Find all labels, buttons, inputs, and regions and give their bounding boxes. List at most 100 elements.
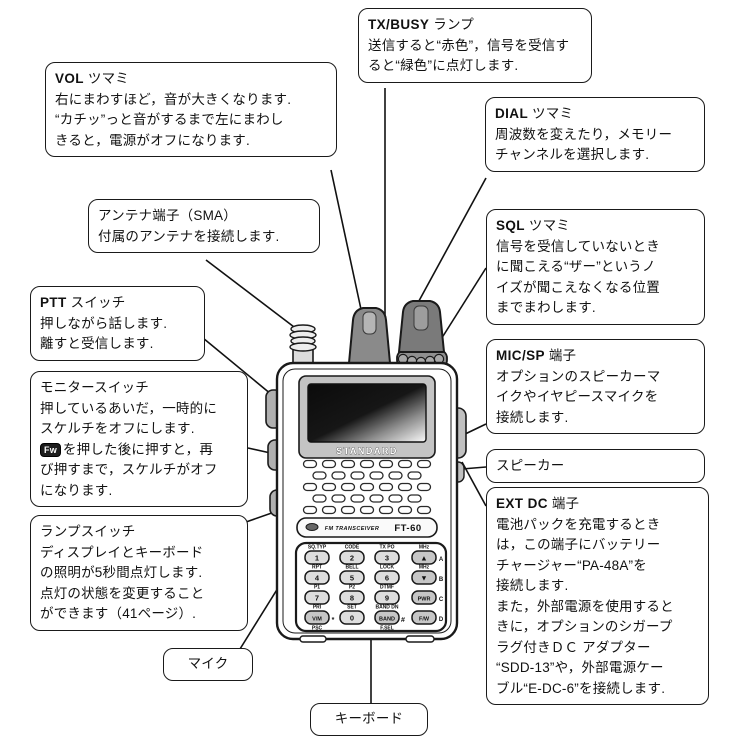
callout-title: MIC/SP 端子 [496, 348, 577, 363]
key-label: 1 [315, 554, 319, 563]
speaker-hole [331, 471, 346, 480]
callout-mic: マイク [163, 648, 253, 681]
model-label: FT-60 [394, 523, 421, 534]
key-label: 2 [350, 554, 354, 563]
callout-text: 周波数を変えたり，メモリー [495, 126, 673, 142]
speaker-hole [388, 471, 403, 480]
callout-ptt: PTT スイッチ 押しながら話します. 離すと受信します. [30, 286, 205, 361]
key-side-letter: D [439, 617, 444, 623]
key-label: 3 [385, 554, 389, 563]
leader-ext-dc [461, 461, 487, 507]
speaker-hole [302, 505, 318, 515]
callout-title: EXT DC 端子 [496, 496, 580, 511]
callout-vol: VOL ツマミ 右にまわすほど，音が大きくなります. “カチッ”っと音がするまで… [45, 62, 337, 157]
speaker-hole [388, 494, 403, 503]
speaker-hole [302, 459, 318, 469]
key-label: ▲ [420, 554, 427, 563]
key-top-label: P1 [314, 585, 320, 591]
speaker-hole [321, 505, 337, 515]
key-label: V/M [312, 617, 322, 623]
callout-text: 電池パックを充電するとき [496, 516, 661, 532]
leader-lines [202, 88, 487, 704]
callout-title: モニタースイッチ [40, 380, 149, 395]
display: STANDARD [298, 375, 436, 459]
key-side-letter: A [439, 557, 444, 563]
callout-text: チャージャー“PA-48A”を [496, 557, 647, 573]
callout-title: キーボード [334, 711, 404, 726]
key-top-label: PRI [313, 605, 322, 611]
callout-text: 離すと受信します. [40, 336, 154, 351]
key-label: 6 [385, 574, 389, 583]
key-1 [304, 550, 330, 565]
speaker-hole [416, 482, 432, 492]
callout-text: は，この端子にバッテリー [496, 537, 661, 552]
key-7 [304, 590, 330, 605]
key-PWR [411, 590, 437, 605]
key-9 [374, 590, 400, 605]
callout-text: の照明が5秒間点灯します. [40, 565, 203, 580]
callout-title: PTT スイッチ [40, 295, 126, 310]
key-label: F/W [419, 617, 430, 623]
callout-text: オプションのスピーカーマ [496, 368, 661, 384]
key-side-letter: B [439, 577, 444, 583]
callout-text: になります. [40, 482, 113, 498]
key-bottom-label: PSC [312, 626, 323, 632]
callout-text: きると，電源がオフになります. [55, 132, 250, 148]
callout-text: きに，オプションのシガープ [496, 619, 673, 634]
vol-knob [347, 307, 392, 364]
leader-dial [413, 177, 487, 311]
key-top-label: MHz [419, 565, 430, 571]
speaker-hole [407, 471, 422, 480]
key-▼ [411, 570, 437, 585]
callout-text: ラグ付きＤＣ アダプター [496, 639, 651, 655]
key-top-label: DTMF [380, 585, 394, 591]
speaker-hole [340, 459, 356, 469]
key-side-symbol: * [332, 617, 335, 624]
callout-title: SQL ツマミ [496, 218, 571, 233]
speaker-hole [331, 494, 346, 503]
key-label: 4 [315, 574, 320, 583]
speaker-hole [378, 505, 394, 515]
callout-text: ブル“E-DC-6”を接続します. [496, 680, 666, 696]
key-bottom-label: F.SEL [380, 626, 394, 632]
mic-hole [305, 523, 319, 531]
callout-tx-busy: TX/BUSY ランプ 送信すると“赤色”，信号を受信す ると“緑色”に点灯しま… [358, 8, 592, 83]
speaker-hole [321, 482, 337, 492]
key-label: 0 [350, 614, 354, 623]
callout-text: 送信すると“赤色”，信号を受信す [368, 37, 570, 53]
callout-text: ディスプレイとキーボード [40, 544, 204, 560]
key-top-label: P2 [349, 585, 355, 591]
key-label: 9 [385, 594, 389, 603]
speaker-hole [378, 482, 394, 492]
callout-text: また，外部電源を使用すると [496, 598, 674, 614]
antenna-connector [289, 324, 317, 365]
key-label: 5 [350, 574, 354, 583]
key-top-label: BAND DN [375, 605, 398, 611]
key-side-letter: C [439, 597, 444, 603]
speaker-hole [350, 494, 365, 503]
key-0 [339, 610, 365, 625]
callout-text: チャンネルを選択します. [495, 147, 650, 162]
speaker-hole [397, 505, 413, 515]
speaker-hole [340, 482, 356, 492]
key-8 [339, 590, 365, 605]
key-F/W [411, 610, 437, 625]
speaker-hole [312, 471, 327, 480]
callout-text: 付属のアンテナを接続します. [98, 228, 280, 244]
key-label: 7 [315, 594, 319, 603]
key-V/M [304, 610, 330, 625]
leader-vol [330, 169, 363, 315]
brand-label: STANDARD [336, 446, 398, 456]
speaker-hole [340, 505, 356, 515]
callout-title: マイク [187, 656, 229, 671]
callout-title: スピーカー [496, 458, 565, 473]
callout-text: び押すまで，スケルチがオフ [40, 462, 218, 477]
callout-text: 押しているあいだ，一時的に [40, 400, 218, 416]
callout-text: 右にまわすほど，音が大きくなります. [55, 91, 292, 107]
model-strip: FM TRANSCEIVER FT-60 [296, 517, 438, 538]
